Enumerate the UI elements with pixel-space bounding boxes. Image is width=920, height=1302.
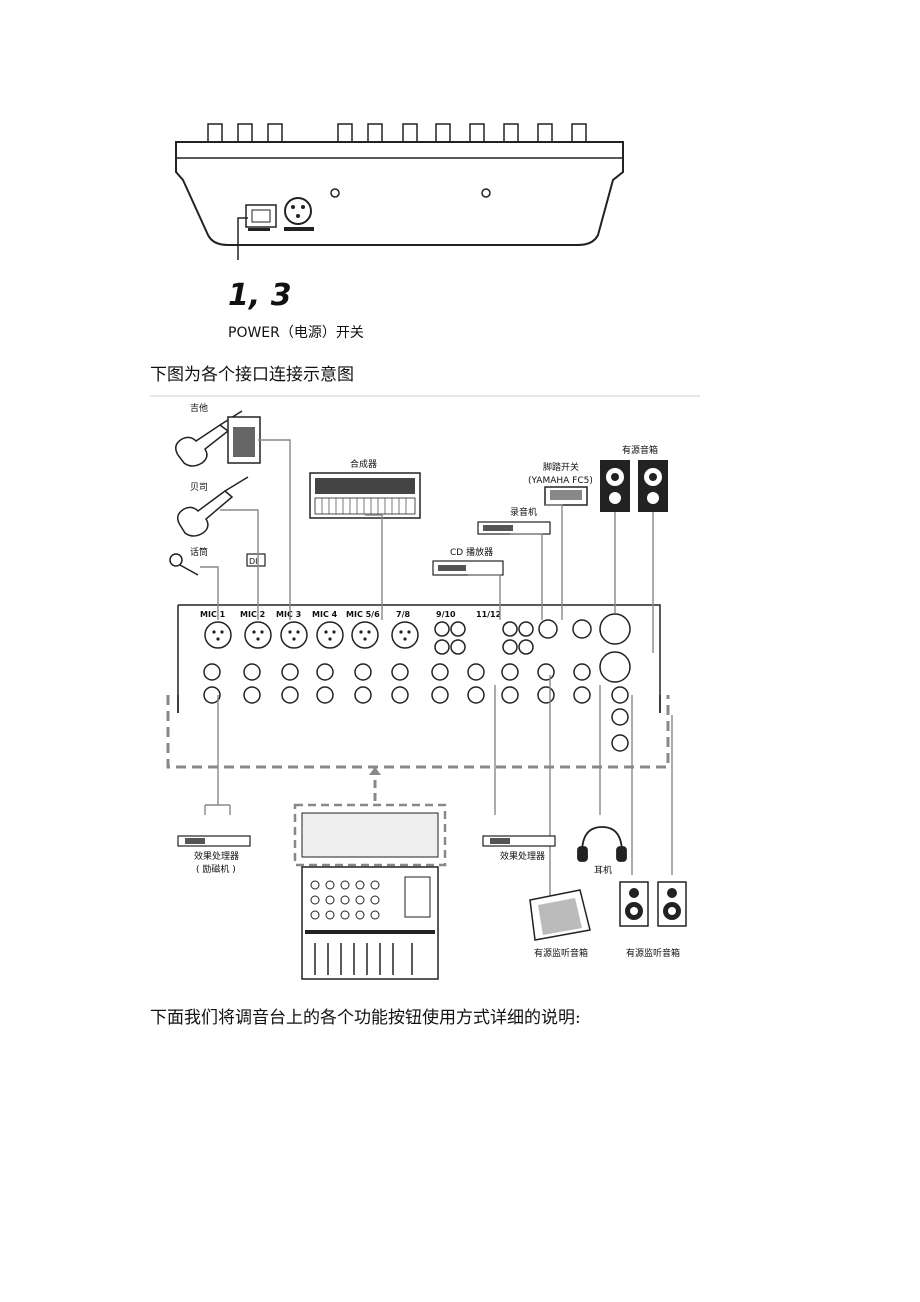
channel-label: 11/12 [476,610,501,619]
effects-unit-left-icon [177,835,251,847]
channel-label: MIC 2 [240,610,265,619]
microphone-icon [169,553,199,576]
cd-player-label: CD 播放器 [450,546,493,558]
headphones-label: 耳机 [594,864,612,876]
caption-connection-diagram: 下图为各个接口连接示意图 [150,365,354,385]
knob-row [207,123,587,145]
di-label: DI [249,557,258,566]
footswitch-icon [544,486,588,506]
effects-left-label-2: ( 励磁机 ) [196,863,236,875]
studio-monitor-left-icon [619,881,649,927]
monitor-right-label: 有源监听音箱 [626,947,680,959]
caption-function-description: 下面我们将调音台上的各个功能按钮使用方式详细的说明: [150,1008,581,1028]
recorder-icon [477,521,551,535]
channel-label: MIC 1 [200,610,226,619]
channel-label: 9/10 [436,610,456,619]
mixer-topview-icon [293,803,447,980]
cd-player-icon [432,560,504,576]
di-box-icon [246,553,266,567]
floor-monitor-icon [529,889,591,941]
channel-label: MIC 4 [312,610,338,619]
bass-icon [177,476,249,537]
mixer-rear-figure: 1, 3 POWER（电源）开关 [175,123,624,341]
effects-left-label-1: 效果处理器 [194,850,239,862]
bass-label: 贝司 [190,482,208,493]
dashed-enclosure [166,695,670,769]
leader-line [237,217,248,260]
synthesizer-icon [309,472,421,519]
mixer-panel: MIC 1 MIC 2 MIC 3 MIC 4 MIC 5/6 7/8 9/10… [177,604,661,752]
mic-label: 话筒 [190,546,208,558]
headphones-icon [577,826,627,862]
connection-diagram: 吉他 贝司 话筒 DI 合成器 脚踏开关 [150,395,700,980]
monitor-left-label: 有源监听音箱 [534,947,588,959]
channel-label: MIC 5/6 [346,610,380,619]
cable-lines [200,439,673,915]
channel-label: MIC 3 [276,610,301,619]
channel-label: 7/8 [396,610,410,619]
powered-speaker-right-icon [638,460,668,512]
effects-unit-right-icon [482,835,556,847]
power-label: POWER（电源）开关 [228,325,364,341]
step-label: 1, 3 [228,278,292,313]
guitar-label: 吉他 [190,402,208,414]
footswitch-label-2: (YAMAHA FC5) [528,476,593,486]
footswitch-label-1: 脚踏开关 [543,461,579,473]
power-socket-icon [284,197,312,225]
studio-monitor-right-icon [657,881,687,927]
recorder-label: 录音机 [510,506,537,518]
amp-icon [227,416,261,464]
powered-speakers-label: 有源音箱 [622,444,658,456]
synth-label: 合成器 [350,458,377,470]
powered-speaker-left-icon [600,460,630,512]
effects-right-label: 效果处理器 [500,850,545,862]
